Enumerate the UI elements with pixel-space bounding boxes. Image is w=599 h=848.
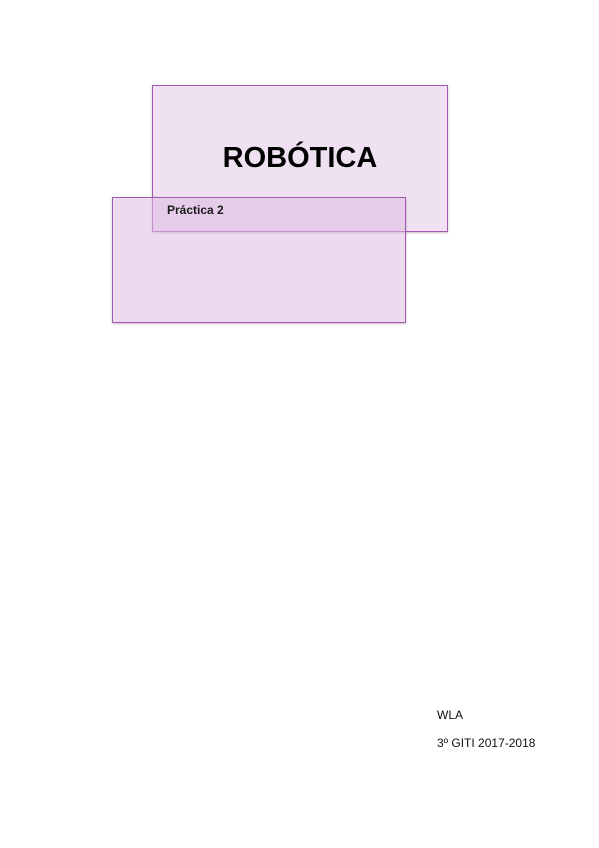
document-title: ROBÓTICA: [222, 142, 378, 174]
author-name: WLA: [437, 708, 464, 722]
subtitle-box: [112, 197, 406, 323]
course-info: 3º GITI 2017-2018: [437, 736, 536, 750]
document-subtitle: Práctica 2: [167, 203, 224, 217]
author-info: WLA 3º GITI 2017-2018: [437, 707, 535, 751]
